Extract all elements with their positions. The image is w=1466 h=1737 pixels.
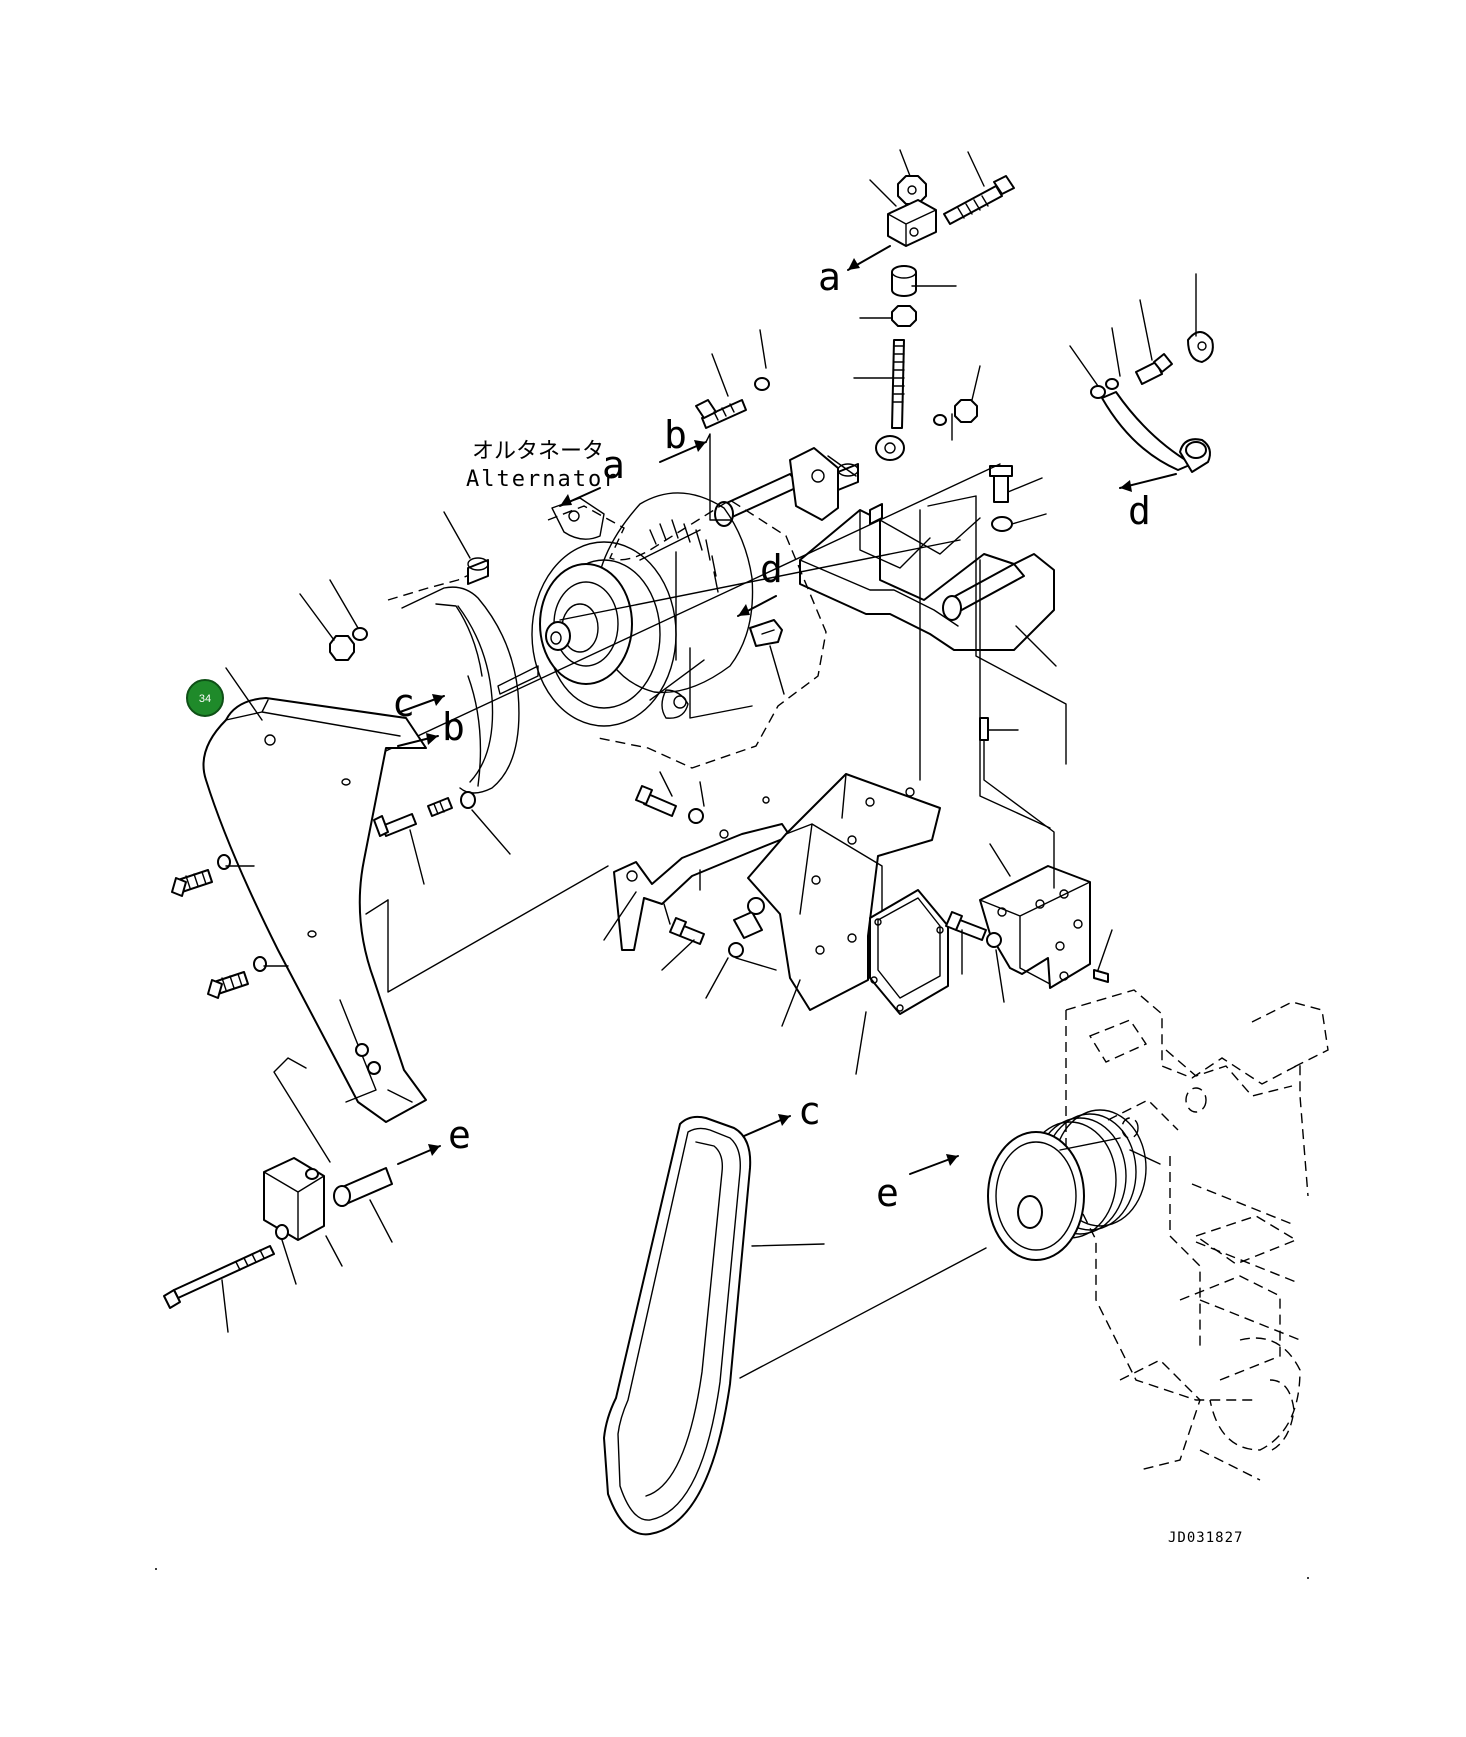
bracket-leader-lines (273, 865, 609, 1163)
bracket-bolts-left (171, 854, 289, 999)
label-a-alternator: a (602, 443, 625, 487)
label-e-left: e (448, 1113, 471, 1157)
alternator-title-block: オルタネータ Alternator a (466, 439, 625, 507)
label-b-top: b (664, 413, 687, 457)
reference-d-right: d (1119, 473, 1177, 533)
reference-b-top: b (659, 413, 733, 521)
right-mounting-block (945, 717, 1113, 1003)
alternator-body (387, 492, 827, 794)
label-d-right: d (1128, 489, 1151, 533)
gasket-plate (855, 889, 949, 1075)
reference-e-pulley: e (876, 1154, 959, 1215)
reference-e-left: e (397, 1113, 471, 1165)
reference-b-bracket: b (397, 705, 465, 749)
strap-bracket (603, 771, 791, 951)
reference-c-alternator: c (392, 681, 445, 725)
callout-number-34: 34 (199, 693, 211, 705)
bracket-bolt-b (695, 329, 770, 429)
lower-adjust-clamp (163, 1157, 393, 1333)
label-c-belt: c (798, 1089, 821, 1133)
v-belt (603, 1115, 987, 1536)
label-e-pulley: e (876, 1171, 899, 1215)
callout-badge-34: 34 (186, 679, 224, 717)
alternator-nuts (299, 579, 368, 661)
engine-block-phantom (1065, 989, 1329, 1481)
label-b-bracket: b (442, 705, 465, 749)
reference-a-top: a (818, 245, 891, 299)
speck-right (1307, 1577, 1309, 1579)
top-adjust-bolt-assembly (853, 149, 1015, 461)
reference-c-belt: c (743, 1089, 821, 1137)
speck-left (155, 1568, 157, 1570)
label-c-alternator: c (392, 681, 415, 725)
label-d-alternator: d (760, 547, 783, 591)
reference-d-alternator: d (737, 547, 785, 695)
alternator-title-english: Alternator (466, 467, 618, 492)
tension-bracket-34 (202, 667, 427, 1123)
bracket-bolt-right (989, 465, 1047, 532)
label-a-top: a (818, 255, 841, 299)
drawing-number: JD031827 (1168, 1530, 1243, 1546)
bracket-bolt-middle (373, 791, 511, 885)
oil-pipe-assembly (1069, 273, 1214, 473)
crankshaft-pulley (987, 1109, 1161, 1261)
filter-mount-bracket (661, 773, 941, 1027)
alternator-title-japanese: オルタネータ (472, 439, 604, 464)
